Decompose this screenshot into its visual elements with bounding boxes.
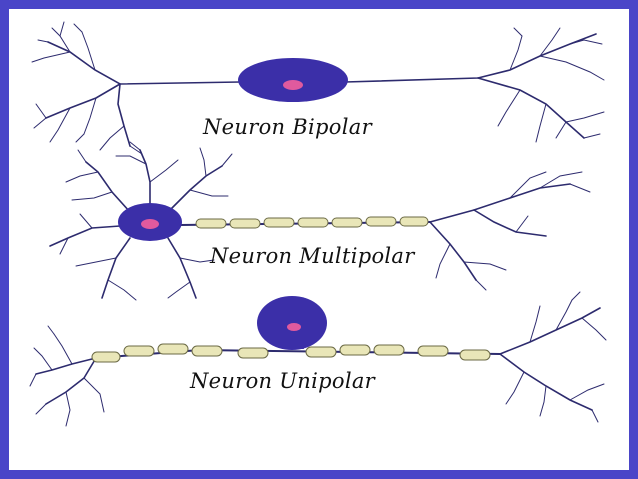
bipolar-nucleus bbox=[283, 80, 303, 90]
unipolar-myelin-sheath bbox=[91, 343, 491, 363]
multipolar-nucleus bbox=[141, 219, 159, 229]
multipolar-dendrites bbox=[49, 141, 233, 301]
bipolar-right-dendrites bbox=[344, 27, 605, 143]
unipolar-cell-body bbox=[257, 296, 327, 350]
unipolar-right-dendrites bbox=[499, 291, 607, 423]
multipolar-neuron bbox=[49, 141, 591, 301]
label-multipolar: Neuron Multipolar bbox=[209, 244, 416, 268]
unipolar-nucleus bbox=[287, 323, 301, 331]
bipolar-left-dendrites bbox=[31, 21, 241, 155]
label-bipolar: Neuron Bipolar bbox=[202, 115, 374, 139]
multipolar-axon-terminals bbox=[429, 171, 591, 291]
unipolar-left-dendrites bbox=[29, 325, 105, 427]
bipolar-neuron bbox=[31, 21, 605, 155]
multipolar-myelin-sheath bbox=[195, 216, 429, 229]
unipolar-neuron bbox=[29, 291, 607, 427]
label-unipolar: Neuron Unipolar bbox=[189, 369, 377, 393]
